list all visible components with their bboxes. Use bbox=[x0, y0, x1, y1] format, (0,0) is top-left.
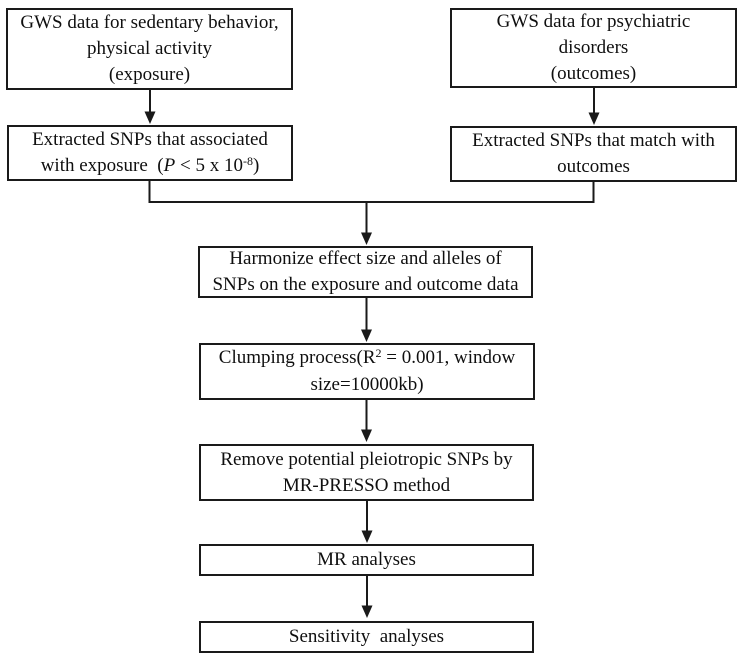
arrowhead-icon bbox=[144, 111, 156, 124]
box-label: disorders bbox=[558, 37, 629, 58]
box-sensitivity-analyses: Sensitivity analyses bbox=[199, 621, 534, 653]
italic-p: P bbox=[163, 154, 176, 176]
box-label: SNPs on the exposure and outcome data bbox=[212, 274, 519, 295]
arrowhead-icon bbox=[361, 329, 372, 342]
box-label: Clumping process(R2 = 0.001, window bbox=[219, 345, 515, 372]
text-segment: with exposure ( bbox=[40, 154, 164, 176]
box-mr-analyses: MR analyses bbox=[199, 544, 534, 576]
superscript-exponent: -8 bbox=[242, 153, 253, 168]
box-clumping: Clumping process(R2 = 0.001, window size… bbox=[199, 343, 535, 400]
box-label: Remove potential pleiotropic SNPs by bbox=[220, 448, 513, 470]
box-label: GWS data for psychiatric bbox=[496, 11, 691, 32]
box-label: Extracted SNPs that match with bbox=[472, 130, 715, 151]
box-extract-exposure: Extracted SNPs that associated with expo… bbox=[7, 125, 293, 181]
box-label: with exposure (P < 5 x 10-8) bbox=[41, 153, 260, 180]
arrowhead-icon bbox=[361, 605, 373, 618]
box-label: (outcomes) bbox=[550, 63, 637, 84]
box-label: size=10000kb) bbox=[310, 374, 424, 395]
box-label: (exposure) bbox=[108, 64, 191, 85]
text-segment: ) bbox=[252, 154, 260, 176]
box-label: MR analyses bbox=[317, 549, 416, 570]
text-segment: Clumping process(R bbox=[218, 347, 376, 368]
box-mr-presso: Remove potential pleiotropic SNPs by MR-… bbox=[199, 444, 534, 501]
box-label: MR-PRESSO method bbox=[282, 474, 451, 496]
box-gws-exposure: GWS data for sedentary behavior, physica… bbox=[6, 8, 293, 90]
arrowhead-icon bbox=[588, 112, 600, 125]
merge-connector bbox=[148, 181, 595, 203]
box-label: physical activity bbox=[86, 38, 213, 59]
box-label: outcomes bbox=[557, 156, 630, 177]
box-label: Harmonize effect size and alleles of bbox=[229, 248, 502, 269]
arrowhead-icon bbox=[361, 530, 373, 543]
box-extract-outcomes: Extracted SNPs that match with outcomes bbox=[450, 126, 737, 182]
arrowhead-icon bbox=[361, 429, 372, 442]
text-segment: = 0.001, window bbox=[381, 347, 516, 368]
box-gws-outcomes: GWS data for psychiatric disorders (outc… bbox=[450, 8, 737, 88]
box-harmonize: Harmonize effect size and alleles of SNP… bbox=[198, 246, 533, 298]
box-label: GWS data for sedentary behavior, bbox=[20, 12, 279, 33]
arrowhead-icon bbox=[361, 232, 372, 245]
box-label: Sensitivity analyses bbox=[288, 626, 445, 647]
box-label: Extracted SNPs that associated bbox=[32, 128, 268, 150]
text-segment: < 5 x 10 bbox=[175, 154, 243, 176]
superscript-2: 2 bbox=[375, 346, 382, 361]
